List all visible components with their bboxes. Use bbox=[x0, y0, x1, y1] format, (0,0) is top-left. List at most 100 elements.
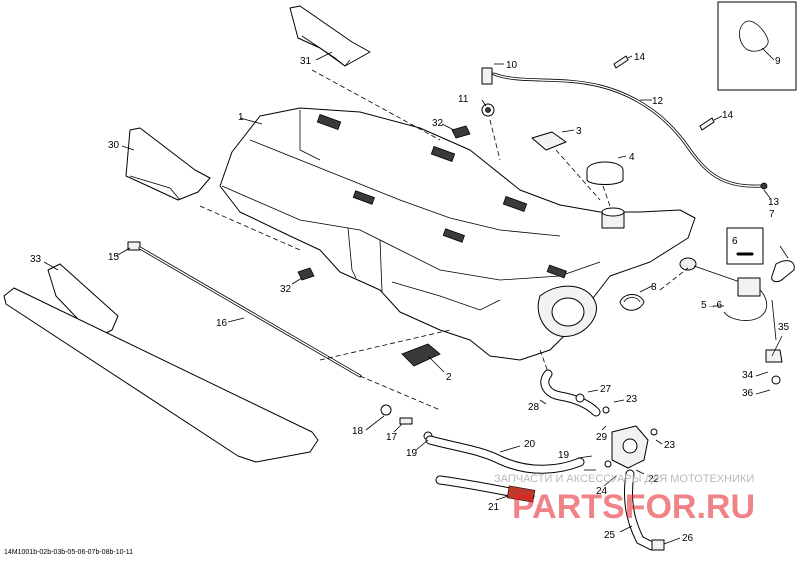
assembly-line bbox=[319, 329, 451, 361]
fuel-hose-inner bbox=[426, 436, 584, 473]
assembly-line bbox=[311, 69, 441, 141]
watermark-text: ЗАПЧАСТИ И АКСЕССУАРЫ ДЛЯ МОТОТЕХНИКИ bbox=[494, 473, 754, 485]
callout-32-left: 32 bbox=[280, 284, 292, 295]
pump-hose bbox=[771, 260, 795, 283]
pump-grommet-inner bbox=[623, 297, 641, 303]
leader-line bbox=[755, 389, 771, 395]
callout-34: 34 bbox=[742, 370, 754, 381]
leader-line bbox=[577, 455, 593, 459]
pad-part-lower bbox=[401, 343, 441, 367]
callout-35: 35 bbox=[778, 322, 790, 333]
callout-6-box: 6 bbox=[732, 236, 738, 247]
callout-3: 3 bbox=[576, 126, 582, 137]
hose-sleeve bbox=[506, 485, 536, 503]
fuel-pump bbox=[737, 277, 761, 297]
callout-28: 28 bbox=[528, 402, 540, 413]
line-clip bbox=[699, 117, 715, 131]
part-edge bbox=[129, 175, 181, 201]
callout-23-top: 23 bbox=[626, 394, 638, 405]
callout-36: 36 bbox=[742, 388, 754, 399]
callout-32-top: 32 bbox=[432, 118, 444, 129]
fuel-cap-side bbox=[586, 170, 624, 185]
assembly-line bbox=[602, 185, 611, 207]
clamp-part bbox=[602, 406, 610, 414]
callout-29: 29 bbox=[596, 432, 608, 443]
leader-line bbox=[763, 189, 771, 199]
vent-valve bbox=[481, 67, 493, 85]
leader-line bbox=[115, 247, 131, 257]
callout-19-right: 19 bbox=[558, 450, 570, 461]
callout-18: 18 bbox=[352, 426, 364, 437]
tank-edge bbox=[391, 281, 501, 311]
leader-line bbox=[771, 335, 783, 357]
clamp-strap-part bbox=[739, 20, 769, 52]
callout-31: 31 bbox=[300, 56, 312, 67]
assembly-line bbox=[199, 205, 301, 251]
callout-5-to-6: 5→6 bbox=[701, 300, 723, 311]
vent-line-inner bbox=[493, 73, 761, 187]
leader-line bbox=[627, 55, 633, 59]
callout-17: 17 bbox=[386, 432, 398, 443]
leader-line bbox=[43, 261, 59, 271]
outlet-hose-inner bbox=[624, 470, 656, 550]
callout-1: 1 bbox=[238, 112, 244, 123]
callout-13: 13 bbox=[768, 197, 780, 208]
leader-line bbox=[761, 47, 775, 61]
clamp-part bbox=[650, 428, 658, 436]
leader-line bbox=[291, 277, 303, 285]
leader-line bbox=[755, 371, 769, 377]
leader-line bbox=[441, 123, 455, 131]
inset-box bbox=[717, 1, 797, 91]
callout-24: 24 bbox=[596, 486, 608, 497]
callout-20: 20 bbox=[524, 439, 536, 450]
leader-line bbox=[617, 155, 627, 159]
fitting-part bbox=[399, 417, 413, 425]
leader-line bbox=[481, 99, 487, 107]
drain-fitting bbox=[127, 241, 141, 251]
leader-line bbox=[499, 445, 521, 453]
tank-seam bbox=[221, 185, 601, 281]
callout-23-right: 23 bbox=[664, 440, 676, 451]
drain-tube-inner bbox=[139, 247, 361, 377]
tank-edge bbox=[299, 110, 321, 161]
vent-line bbox=[492, 72, 762, 188]
pump-harness bbox=[771, 299, 777, 341]
callout-10: 10 bbox=[506, 60, 518, 71]
leader-line bbox=[619, 525, 633, 533]
leader-line bbox=[603, 475, 617, 487]
callout-2: 2 bbox=[446, 372, 452, 383]
callout-15: 15 bbox=[108, 252, 120, 263]
nut-part bbox=[771, 375, 781, 385]
assembly-line bbox=[555, 149, 601, 201]
leader-line bbox=[427, 355, 445, 373]
leader-line bbox=[587, 389, 599, 393]
gasket-small bbox=[47, 263, 119, 339]
leader-line bbox=[227, 317, 245, 323]
callout-21: 21 bbox=[488, 502, 500, 513]
assembly-line bbox=[659, 267, 689, 291]
leader-line bbox=[601, 425, 607, 431]
filler-neck-top bbox=[601, 207, 625, 217]
mount-tab bbox=[316, 113, 342, 131]
part-edge bbox=[301, 35, 351, 67]
leader-line bbox=[121, 145, 135, 151]
leader-line bbox=[365, 415, 385, 431]
callout-9: 9 bbox=[775, 56, 781, 67]
fitting-washer bbox=[380, 404, 392, 416]
leader-line bbox=[779, 245, 789, 259]
leader-line bbox=[635, 469, 645, 475]
leader-line bbox=[495, 495, 509, 501]
leader-line bbox=[639, 285, 653, 293]
filter-sock bbox=[679, 257, 697, 271]
grommet bbox=[451, 125, 471, 139]
assembly-line bbox=[539, 349, 549, 373]
clamp-part bbox=[575, 393, 585, 403]
callout-7: 7 bbox=[769, 209, 775, 220]
leader-line bbox=[315, 51, 333, 61]
mount-tab bbox=[502, 195, 528, 213]
elbow-hose-inner bbox=[541, 370, 600, 416]
assembly-line bbox=[489, 119, 501, 161]
leader-line bbox=[415, 439, 429, 451]
clamp-part bbox=[604, 460, 612, 468]
